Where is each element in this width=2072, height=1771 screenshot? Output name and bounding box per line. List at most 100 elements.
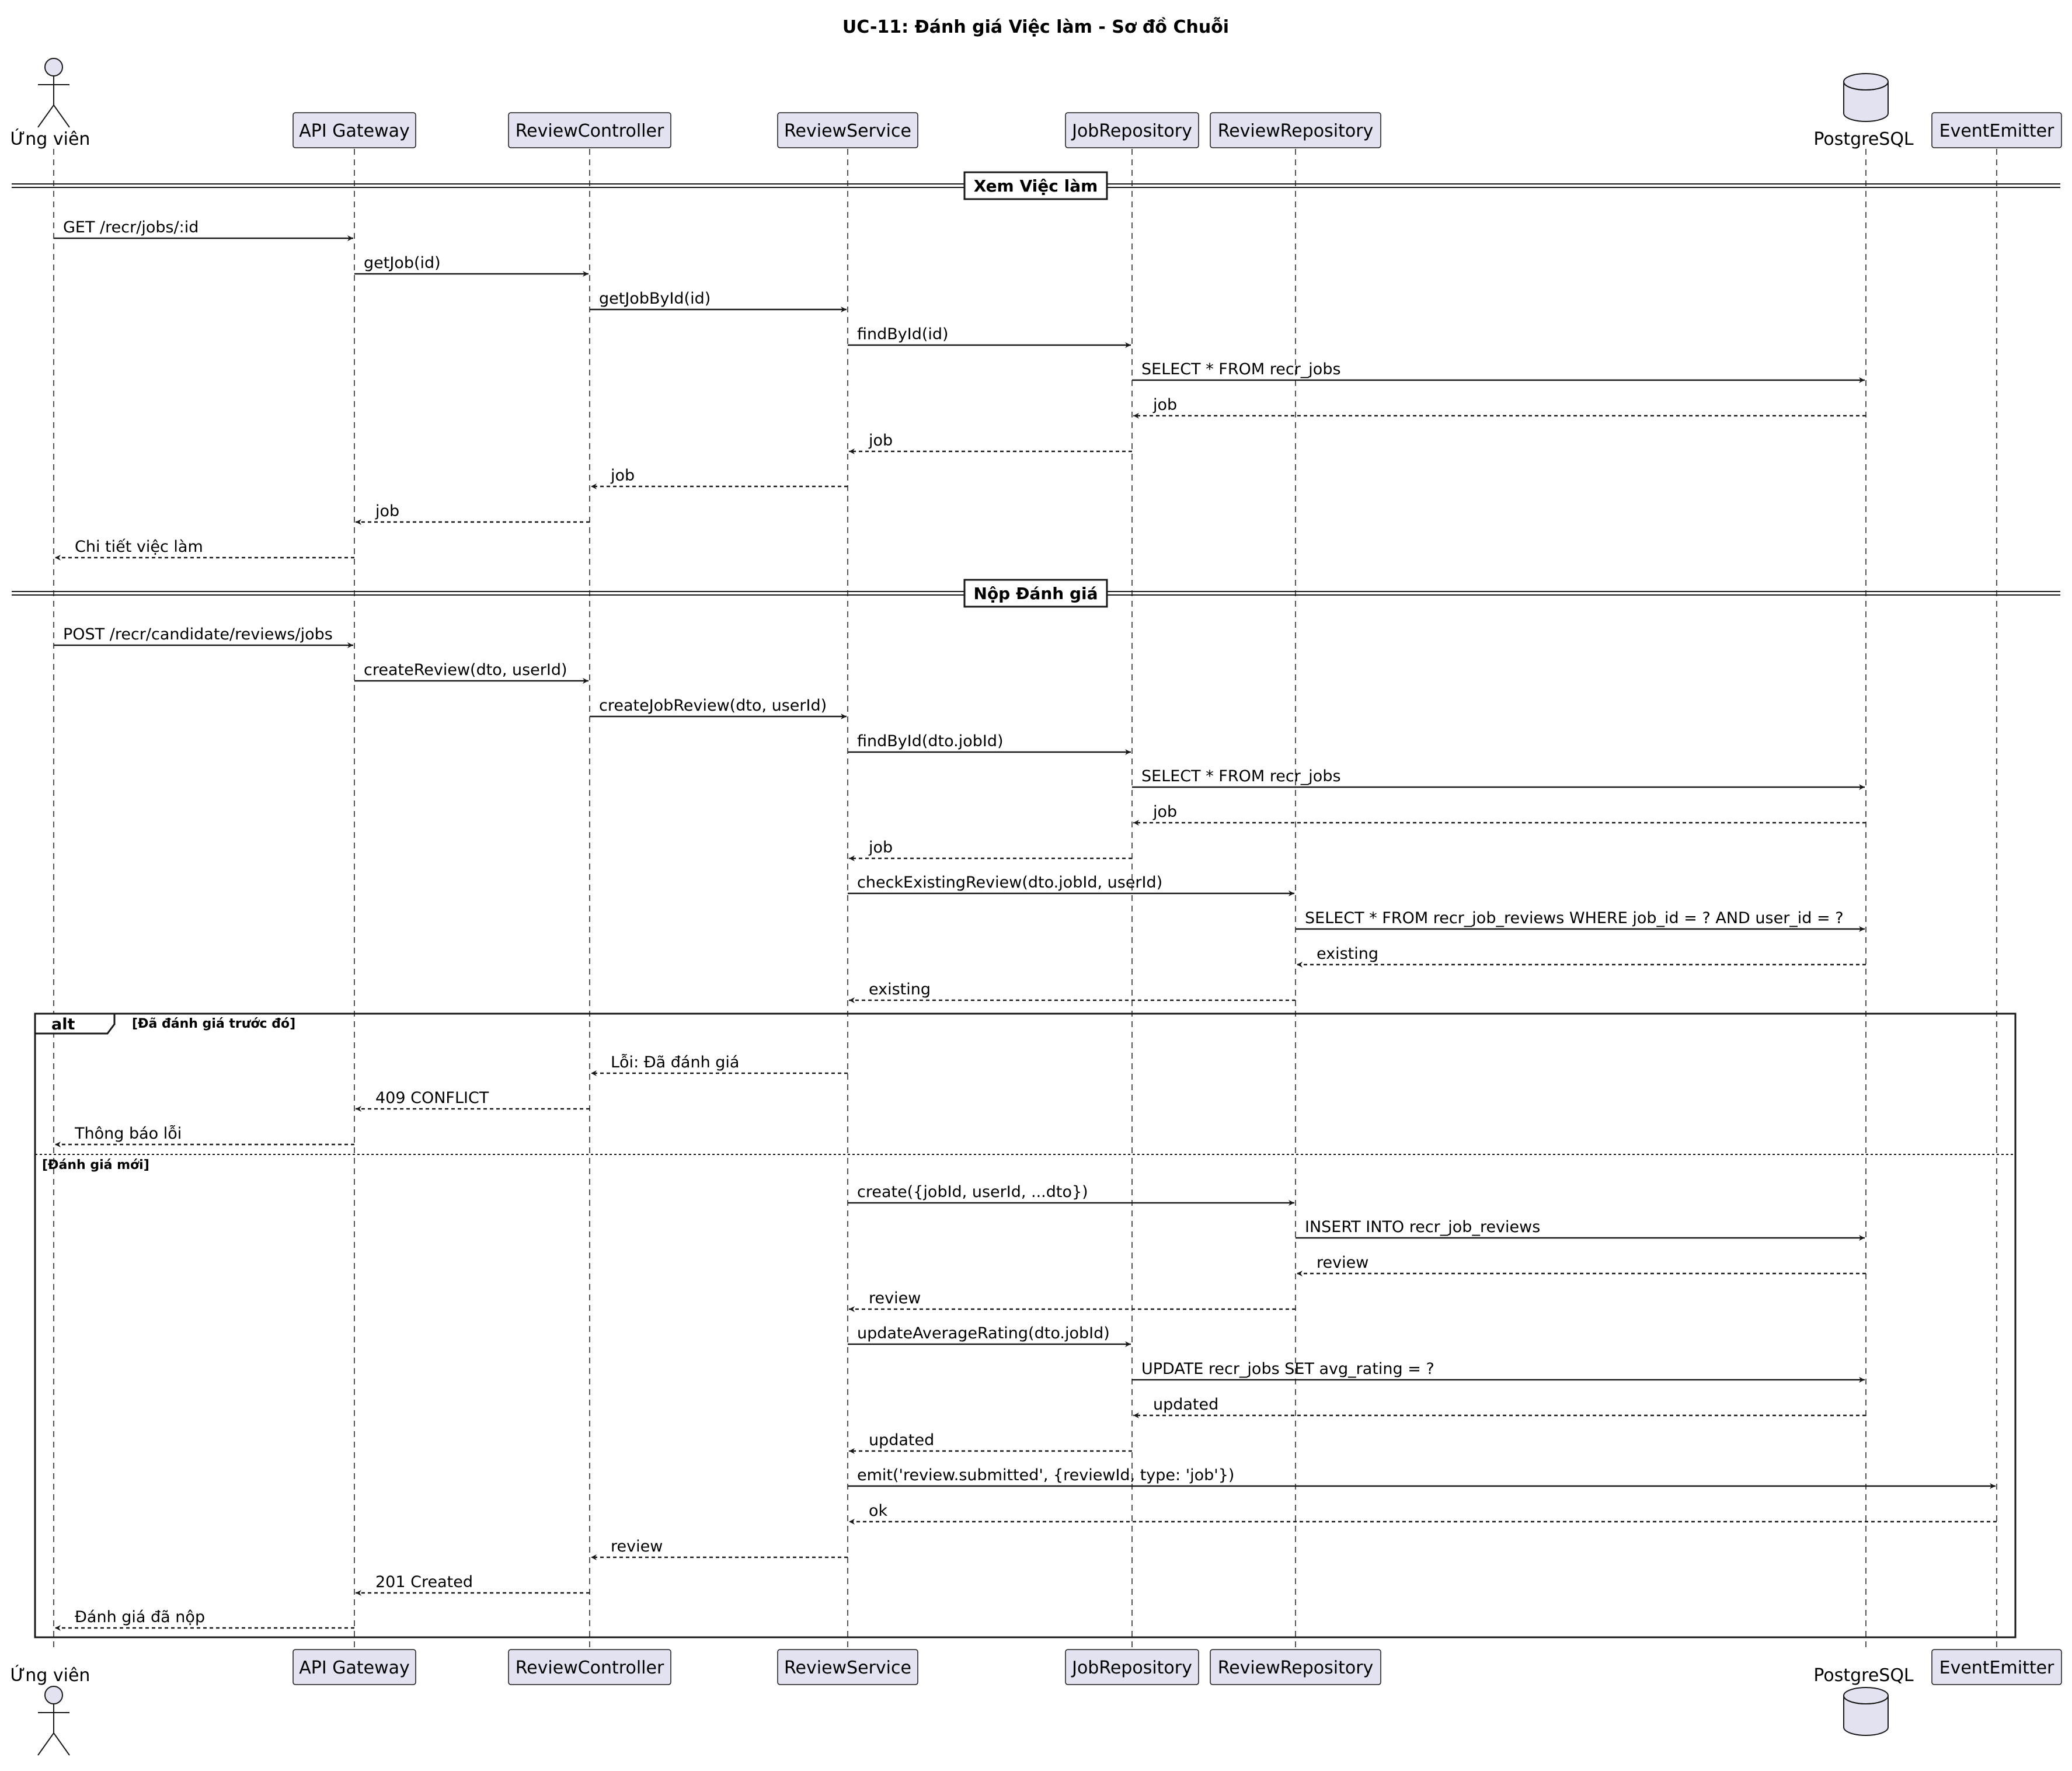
actor-head (44, 58, 63, 76)
participant-gateway-bottom: API Gateway (292, 1649, 416, 1685)
participants-bottom: Ứng viên API Gateway ReviewController Revie… (11, 1649, 2062, 1756)
group-divider: Nộp Đánh giá (12, 579, 2060, 608)
divider-box (963, 579, 1108, 608)
message-label: 409 CONFLICT (375, 1089, 489, 1107)
participant-postgres-bottom: PostgreSQL (1813, 1665, 1914, 1736)
actor-leg-right (53, 105, 70, 128)
divider-label: Nộp Đánh giá (974, 584, 1098, 603)
participant-label: ReviewRepository (1218, 1658, 1374, 1678)
actor-leg-left (37, 105, 54, 128)
message-label: Lỗi: Đã đánh giá (611, 1053, 739, 1071)
message-label: job (610, 467, 635, 485)
message-label: getJob(id) (364, 254, 441, 272)
participant-controller-bottom: ReviewController (508, 1649, 671, 1685)
message-label: emit('review.submitted', {reviewId, type… (857, 1466, 1234, 1484)
lifelines (53, 149, 1997, 1648)
database-body (1843, 1696, 1889, 1736)
message-call: create({jobId, userId, ...dto}) (848, 1183, 1294, 1206)
message-label: Chi tiết việc làm (75, 538, 203, 556)
actor-icon (37, 58, 70, 128)
diagram-title: UC-11: Đánh giá Việc làm - Sơ đồ Chuỗi (842, 16, 1229, 37)
participant-candidate-bottom: Ứng viên (11, 1664, 90, 1756)
message-label: updateAverageRating(dto.jobId) (857, 1324, 1110, 1342)
message-label: Đánh giá đã nộp (75, 1608, 205, 1626)
message-label: 201 Created (375, 1573, 473, 1591)
participant-box (777, 112, 918, 148)
participant-label: ReviewRepository (1218, 121, 1374, 141)
message-label: SELECT * FROM recr_jobs (1141, 767, 1341, 785)
participant-box (292, 112, 416, 148)
message-call: SELECT * FROM recr_jobs (1132, 767, 1865, 790)
message-label: existing (1317, 945, 1378, 963)
message-return: existing (1297, 945, 1866, 968)
participant-jobrepo-bottom: JobRepository (1065, 1649, 1199, 1685)
message-label: findById(dto.jobId) (857, 732, 1004, 750)
participant-box (508, 1649, 671, 1685)
participant-label: PostgreSQL (1813, 129, 1914, 149)
participant-box (1065, 112, 1199, 148)
participant-label: PostgreSQL (1813, 1665, 1914, 1686)
message-label: GET /recr/jobs/:id (63, 218, 199, 236)
participant-box (1931, 112, 2062, 148)
database-icon (1843, 1687, 1889, 1736)
divider-label: Xem Việc làm (974, 176, 1098, 196)
message-call: findById(id) (848, 325, 1131, 348)
message-call: getJob(id) (354, 254, 588, 277)
participant-label: Ứng viên (11, 128, 90, 149)
message-label: review (1317, 1254, 1368, 1272)
message-label: updated (1153, 1396, 1218, 1414)
message-call: findById(dto.jobId) (848, 732, 1131, 755)
participant-label: JobRepository (1071, 1658, 1192, 1678)
participant-gateway-top: API Gateway (292, 112, 416, 148)
message-label: create({jobId, userId, ...dto}) (857, 1183, 1088, 1201)
message-label: SELECT * FROM recr_job_reviews WHERE job… (1305, 909, 1844, 927)
alt-guard-existing: [Đã đánh giá trước đó] (132, 1017, 295, 1031)
message-return: updated (849, 1431, 1132, 1454)
message-call: POST /recr/candidate/reviews/jobs (54, 625, 353, 648)
participant-reviewrepo-bottom: ReviewRepository (1210, 1649, 1381, 1685)
message-label: job (1152, 803, 1177, 821)
participant-service-top: ReviewService (777, 112, 918, 148)
message-return: existing (849, 980, 1296, 1003)
message-label: createReview(dto, userId) (364, 661, 567, 679)
message-return: Chi tiết việc làm (55, 538, 354, 561)
actor-icon (37, 1686, 70, 1756)
participants-top: Ứng viên API Gateway ReviewController Revie… (11, 58, 2062, 149)
participant-box (1210, 112, 1381, 148)
message-return: Lỗi: Đã đánh giá (591, 1053, 848, 1076)
message-label: updated (869, 1431, 934, 1449)
participant-box (1210, 1649, 1381, 1685)
message-call: createReview(dto, userId) (354, 661, 588, 684)
participant-label: JobRepository (1071, 121, 1192, 141)
database-rim (1843, 1695, 1889, 1704)
participant-emitter-bottom: EventEmitter (1931, 1649, 2062, 1685)
messages: GET /recr/jobs/:idgetJob(id)getJobById(i… (54, 218, 1997, 1631)
database-rim (1843, 81, 1889, 91)
message-label: POST /recr/candidate/reviews/jobs (63, 625, 333, 643)
message-label: job (868, 838, 893, 857)
message-label: SELECT * FROM recr_jobs (1141, 360, 1341, 378)
alt-frame: alt[Đã đánh giá trước đó][Đánh giá mới] (34, 1013, 2017, 1638)
alt-keyword: alt (51, 1015, 75, 1034)
message-label: findById(id) (857, 325, 949, 343)
group-divider: Xem Việc làm (12, 171, 2060, 200)
participant-label: API Gateway (299, 1658, 410, 1678)
participant-label: ReviewController (516, 1658, 664, 1678)
participant-candidate-top: Ứng viên (11, 58, 90, 149)
message-return: updated (1133, 1396, 1866, 1418)
message-call: updateAverageRating(dto.jobId) (848, 1324, 1131, 1347)
participant-label: EventEmitter (1939, 121, 2054, 141)
message-return: job (849, 838, 1132, 861)
message-call: UPDATE recr_jobs SET avg_rating = ? (1132, 1360, 1865, 1383)
message-label: review (611, 1537, 663, 1556)
message-call: SELECT * FROM recr_job_reviews WHERE job… (1296, 909, 1865, 932)
database-icon (1843, 73, 1889, 122)
message-return: job (1133, 803, 1866, 826)
participant-controller-top: ReviewController (508, 112, 671, 148)
message-label: review (869, 1289, 921, 1307)
database-body (1843, 82, 1889, 122)
message-return: job (591, 467, 848, 489)
participant-box (777, 1649, 918, 1685)
message-return: job (1133, 396, 1866, 419)
message-label: ok (869, 1502, 888, 1520)
